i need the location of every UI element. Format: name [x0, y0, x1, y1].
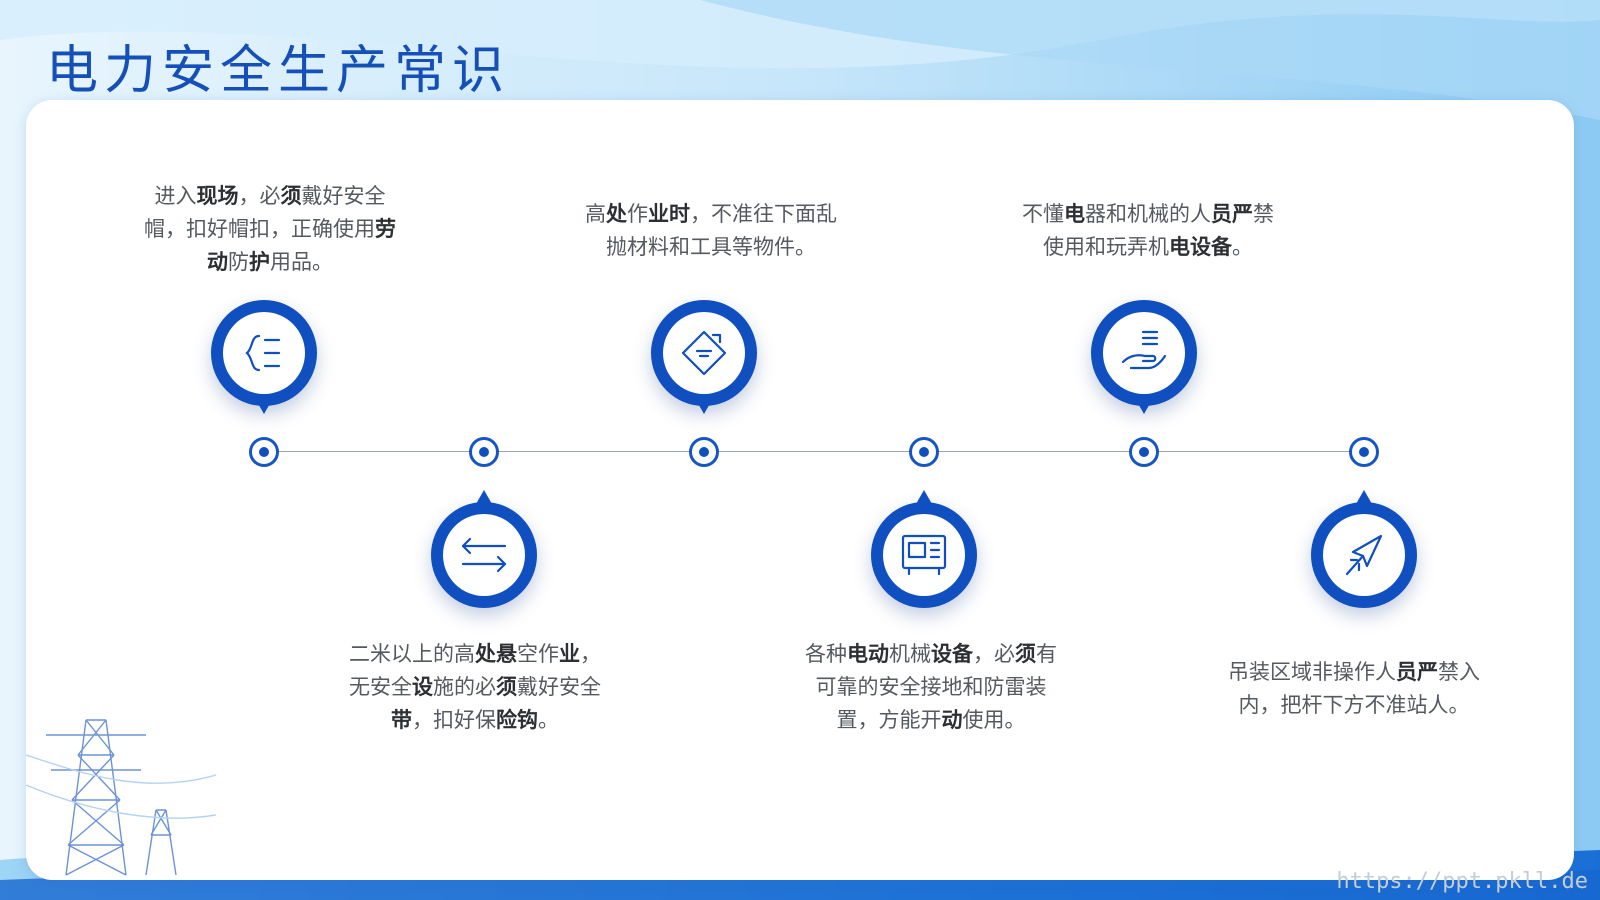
control-panel-icon — [901, 534, 947, 576]
node-2-pin[interactable] — [431, 490, 537, 608]
node-3-text: 高处作业时，不准往下面乱抛材料和工具等物件。 — [585, 202, 837, 259]
plane-icon — [1345, 534, 1383, 576]
node-2-text: 二米以上的高处悬空作业，无安全设施的必须戴好安全带，扣好保险钩。 — [349, 642, 601, 732]
diamond-tag-icon — [681, 330, 727, 376]
swap-arrows-icon — [461, 537, 507, 573]
node-5-pin[interactable] — [1091, 300, 1197, 414]
timeline-dot-6[interactable] — [1349, 437, 1379, 467]
power-tower-illustration — [26, 719, 216, 876]
hand-offer-icon — [1121, 330, 1167, 370]
timeline-dot-4[interactable] — [909, 437, 939, 467]
node-3-pin[interactable] — [651, 300, 757, 414]
page-title: 电力安全生产常识 — [46, 41, 511, 101]
timeline-dot-1[interactable] — [249, 437, 279, 467]
timeline-dot-3[interactable] — [689, 437, 719, 467]
node-1-pin[interactable] — [211, 300, 317, 414]
timeline-line — [264, 451, 1362, 452]
node-6-pin[interactable] — [1311, 490, 1417, 608]
node-6-text: 吊装区域非操作人员严禁入内，把杆下方不准站人。 — [1228, 660, 1480, 717]
node-1-text: 进入现场，必须戴好安全帽，扣好帽扣，正确使用劳动防护用品。 — [144, 184, 396, 274]
content-card — [26, 100, 1574, 880]
node-4-text: 各种电动机械设备，必须有可靠的安全接地和防雷装置，方能开动使用。 — [805, 642, 1057, 732]
node-5-text: 不懂电器和机械的人员严禁使用和玩弄机电设备。 — [1022, 202, 1274, 259]
node-4-pin[interactable] — [871, 490, 977, 608]
timeline-dot-2[interactable] — [469, 437, 499, 467]
list-bracket-icon — [245, 334, 281, 372]
watermark: https://ppt.pkll.de — [1336, 869, 1588, 894]
timeline-dot-5[interactable] — [1129, 437, 1159, 467]
